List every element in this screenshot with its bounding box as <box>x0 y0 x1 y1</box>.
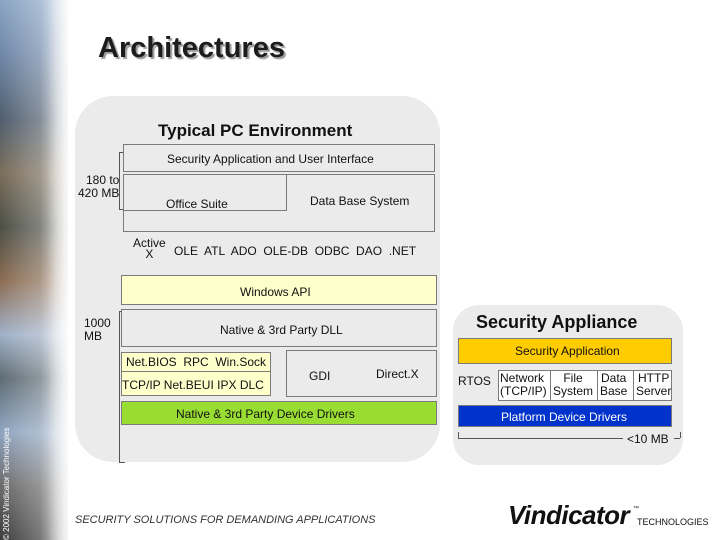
database-service-label: Data Base <box>600 371 628 398</box>
service-divider-3 <box>633 370 634 401</box>
office-suite-label: Office Suite <box>166 197 228 211</box>
pc-environment-title: Typical PC Environment <box>158 121 353 140</box>
applications-box: Office Suite Data Base System <box>123 174 435 232</box>
app-divider <box>286 174 287 210</box>
logo-suffix: TECHNOLOGIES <box>637 517 709 527</box>
windows-api-box: Windows API <box>121 275 437 305</box>
windows-api-label: Windows API <box>240 285 311 299</box>
appliance-size-label: <10 MB <box>627 432 669 446</box>
rtos-label: RTOS <box>458 374 491 388</box>
tagline: SECURITY SOLUTIONS FOR DEMANDING APPLICA… <box>75 514 376 526</box>
upper-size-label: 180 to 420 MB <box>78 173 120 200</box>
tcpip-label: TCP/IP Net.BEUI IPX DLC <box>122 378 264 392</box>
appliance-security-app-label: Security Application <box>515 344 620 358</box>
directx-label: Direct.X <box>376 367 419 381</box>
vindicator-logo: Vindicator <box>508 500 630 530</box>
appliance-security-app-box: Security Application <box>458 338 672 364</box>
appliance-size-line-right <box>674 438 680 439</box>
pc-drivers-box: Native & 3rd Party Device Drivers <box>121 401 437 425</box>
pc-security-app-label: Security Application and User Interface <box>167 152 374 166</box>
service-divider-2 <box>597 370 598 401</box>
http-server-label: HTTP Server <box>636 371 672 398</box>
platform-drivers-label: Platform Device Drivers <box>501 410 628 424</box>
platform-drivers-box: Platform Device Drivers <box>458 405 672 427</box>
appliance-size-tick-left <box>458 432 459 438</box>
native-dll-box: Native & 3rd Party DLL <box>121 309 437 347</box>
network-service-label: Network (TCP/IP) <box>500 371 547 398</box>
appliance-services-box: Network (TCP/IP) File System Data Base H… <box>498 370 672 401</box>
middleware-label: OLE ATL ADO OLE-DB ODBC DAO .NET <box>174 244 417 258</box>
gdi-label: GDI <box>309 369 331 383</box>
slide-title: Architectures <box>98 32 285 64</box>
logo-trademark: ™ <box>633 506 639 512</box>
activex-label: Active X <box>133 236 166 261</box>
appliance-size-line-left <box>458 438 623 439</box>
pc-security-app-box: Security Application and User Interface <box>123 144 435 172</box>
netbios-label: Net.BIOS RPC Win.Sock <box>126 355 267 369</box>
lower-size-label: 1000 MB <box>84 316 111 343</box>
app-divider-h <box>123 210 287 211</box>
file-system-label: File System <box>553 371 594 398</box>
networking-box: Net.BIOS RPC Win.Sock TCP/IP Net.BEUI IP… <box>121 352 271 396</box>
security-appliance-title: Security Appliance <box>476 312 638 332</box>
networking-divider <box>121 371 271 372</box>
service-divider-1 <box>550 370 551 401</box>
graphics-box: GDI Direct.X <box>286 350 437 397</box>
native-dll-label: Native & 3rd Party DLL <box>220 323 343 337</box>
photo-strip-fade <box>40 0 80 540</box>
database-label: Data Base System <box>310 194 410 208</box>
pc-drivers-label: Native & 3rd Party Device Drivers <box>176 407 355 421</box>
copyright-text: © 2002 Vindicator Technologies <box>2 427 11 540</box>
upper-size-bracket <box>119 152 125 210</box>
appliance-size-tick-right <box>680 432 681 438</box>
